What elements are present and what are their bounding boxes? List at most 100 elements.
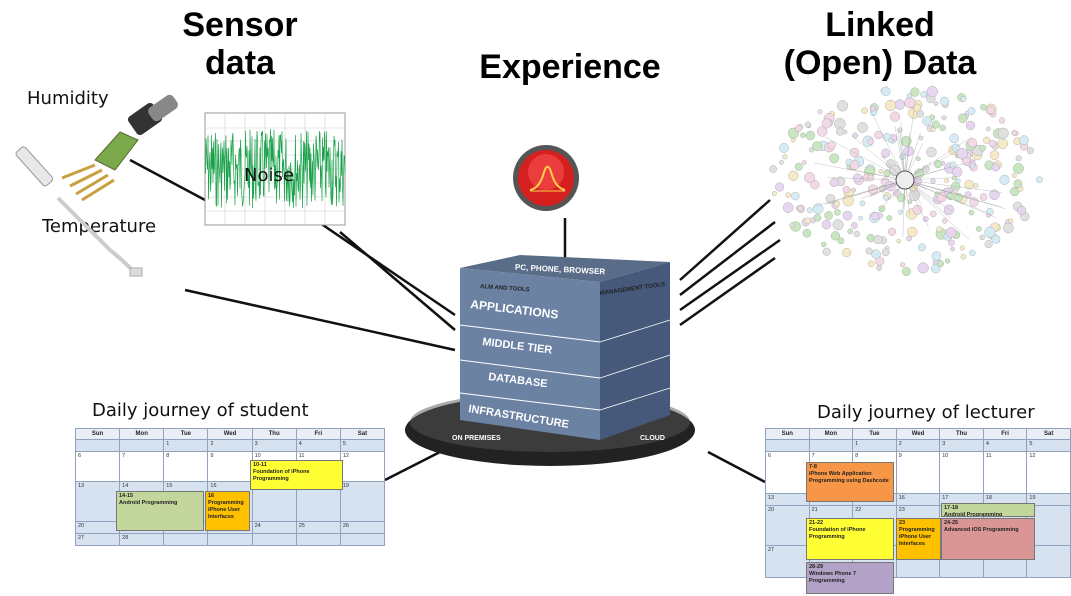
dataset-node <box>953 188 958 194</box>
calendar-event[interactable]: 23 Programming iPhone User Interfaces <box>896 518 941 560</box>
dataset-node <box>989 150 1000 160</box>
dataset-node <box>945 227 957 238</box>
day-cell[interactable]: 27 <box>765 545 810 578</box>
day-cell[interactable]: 13 <box>765 493 810 506</box>
dataset-node <box>904 96 916 109</box>
dataset-node <box>918 135 924 141</box>
day-cell[interactable]: 27 <box>74 533 121 546</box>
day-cell[interactable]: 20 <box>765 505 810 546</box>
day-cell[interactable]: 20 <box>74 521 121 534</box>
day-cell[interactable]: 2 <box>207 439 253 452</box>
lecturer-calendar-caption: Daily journey of lecturer <box>817 402 1035 423</box>
dataset-node <box>942 218 948 224</box>
calendar-event[interactable]: 17-18 Android Programming <box>941 503 1035 517</box>
day-cell[interactable] <box>808 439 854 452</box>
dataset-node <box>984 240 993 249</box>
dataset-node <box>812 141 823 152</box>
calendar-event[interactable]: 16 Programming iPhone User Interfaces <box>205 491 250 531</box>
dataset-node <box>816 126 828 137</box>
dataset-node <box>861 107 868 114</box>
linked-open-data-title: Linked (Open) Data <box>783 6 977 82</box>
dataset-node <box>769 165 777 173</box>
dataset-node <box>936 260 944 268</box>
day-cell[interactable] <box>339 533 386 546</box>
dataset-node <box>849 160 860 170</box>
dataset-node <box>874 130 883 140</box>
dataset-node <box>871 212 880 221</box>
calendar-event[interactable]: 7-8 iPhone Web Application Programming u… <box>806 462 894 502</box>
dataset-node <box>885 99 897 111</box>
dataset-node <box>1003 222 1014 234</box>
calendar-event[interactable]: 24-25 Advanced iOS Programming <box>941 518 1035 560</box>
day-cell[interactable] <box>119 439 165 452</box>
day-cell[interactable] <box>251 533 297 546</box>
day-cell[interactable]: 16 <box>895 493 941 506</box>
dataset-node <box>836 100 849 112</box>
dataset-node <box>806 207 813 214</box>
day-cell[interactable] <box>295 533 341 546</box>
day-cell[interactable]: 3 <box>939 439 984 452</box>
calendar-event[interactable]: 10-11 Foundation of iPhone Programming <box>250 460 343 490</box>
day-cell[interactable] <box>765 439 810 452</box>
day-cell[interactable]: 8 <box>163 451 209 482</box>
day-cell[interactable]: 9 <box>895 451 941 494</box>
dataset-node <box>867 174 875 182</box>
humidity-sensor-icon <box>61 94 178 202</box>
dataset-node <box>1015 155 1022 162</box>
day-cell[interactable]: 28 <box>119 533 165 546</box>
dataset-node <box>813 214 822 222</box>
dataset-node <box>1017 205 1027 215</box>
dataset-node <box>894 99 905 110</box>
dataset-node <box>948 239 955 247</box>
day-cell[interactable]: 6 <box>765 451 810 494</box>
weekday-header: Tue <box>852 428 897 440</box>
day-cell[interactable]: 2 <box>895 439 941 452</box>
dataset-node <box>797 205 804 212</box>
dataset-node <box>822 247 831 256</box>
dataset-node <box>883 194 889 201</box>
temperature-label: Temperature <box>42 216 157 237</box>
dataset-node <box>779 159 784 165</box>
dataset-node <box>949 133 959 144</box>
dataset-node <box>916 110 924 118</box>
day-cell[interactable]: 4 <box>982 439 1028 452</box>
day-cell[interactable]: 7 <box>119 451 165 482</box>
noise-trace <box>204 129 346 209</box>
day-cell[interactable] <box>163 533 209 546</box>
calendar-event[interactable]: 21-22 Foundation of iPhone Programming <box>806 518 894 560</box>
day-cell[interactable]: 1 <box>163 439 209 452</box>
dataset-node <box>965 120 976 130</box>
dataset-node <box>867 260 875 267</box>
dataset-node <box>920 90 928 98</box>
dataset-node <box>821 241 827 248</box>
day-cell[interactable] <box>207 533 253 546</box>
dataset-node <box>956 148 968 160</box>
dataset-node <box>975 226 982 232</box>
day-cell[interactable]: 3 <box>251 439 297 452</box>
day-cell[interactable]: 5 <box>339 439 386 452</box>
dataset-node <box>933 101 939 106</box>
day-cell[interactable]: 13 <box>74 481 121 522</box>
day-cell[interactable]: 19 <box>339 481 386 522</box>
dataset-node <box>943 204 955 215</box>
dataset-node <box>931 251 942 261</box>
day-cell[interactable]: 24 <box>251 521 297 534</box>
dataset-node <box>834 209 841 216</box>
day-cell[interactable]: 10 <box>939 451 984 494</box>
day-cell[interactable]: 1 <box>852 439 897 452</box>
day-cell[interactable]: 4 <box>295 439 341 452</box>
day-cell[interactable]: 11 <box>982 451 1028 494</box>
dataset-node <box>967 138 977 148</box>
calendar-event[interactable]: 14-15 Android Programming <box>116 491 204 531</box>
student-calendar-caption: Daily journey of student <box>92 400 309 421</box>
day-cell[interactable]: 26 <box>339 521 386 534</box>
dataset-node <box>1013 163 1024 174</box>
day-cell[interactable]: 9 <box>207 451 253 482</box>
day-cell[interactable]: 12 <box>1026 451 1071 494</box>
day-cell[interactable]: 5 <box>1026 439 1071 452</box>
day-cell[interactable]: 12 <box>339 451 386 482</box>
day-cell[interactable]: 25 <box>295 521 341 534</box>
day-cell[interactable] <box>74 439 121 452</box>
day-cell[interactable]: 6 <box>74 451 121 482</box>
calendar-event[interactable]: 28-29 Windows Phone 7 Programming <box>806 562 894 594</box>
